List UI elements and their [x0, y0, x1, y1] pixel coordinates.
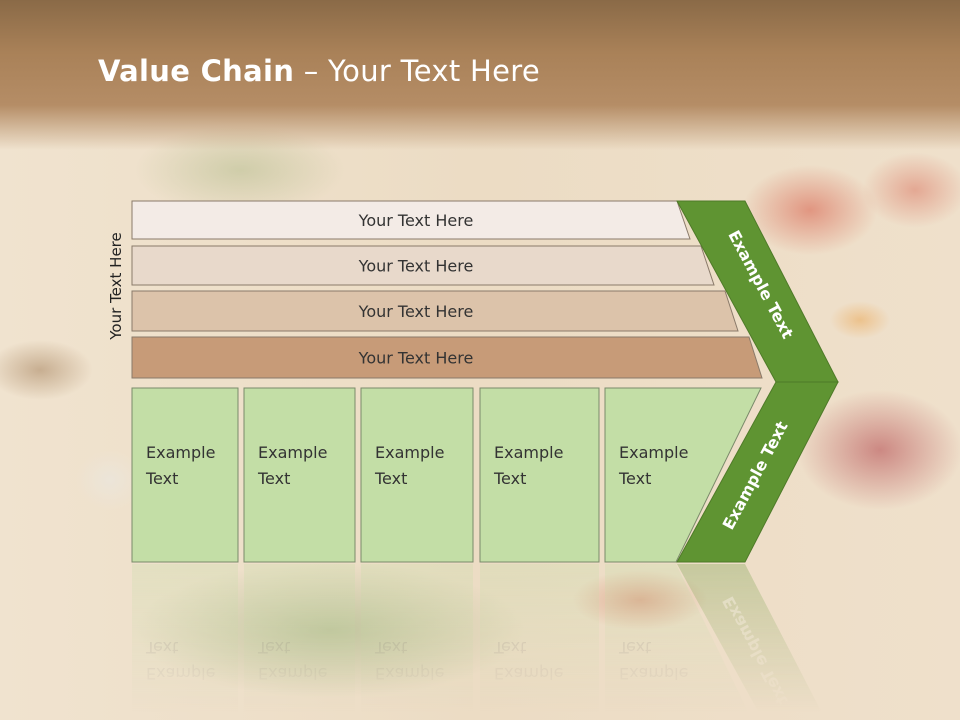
column-4-label-line1: Example: [494, 443, 563, 462]
title-banner: [0, 0, 960, 150]
bar-4-label: Your Text Here: [358, 349, 474, 368]
column-2: [243, 387, 356, 563]
bar-1: [131, 200, 691, 240]
column-2-label-line1: Example: [258, 443, 327, 462]
reflection-column-5-line1: Example: [619, 664, 688, 683]
bar-4: [131, 336, 763, 379]
reflection-column-1-line1: Example: [146, 664, 215, 683]
column-1: [131, 387, 239, 563]
reflection-column-4-line1: Example: [494, 664, 563, 683]
slide-title-rest: – Your Text Here: [294, 54, 540, 88]
column-4-label-line2: Text: [493, 469, 526, 488]
reflection-column-2-line1: Example: [258, 664, 327, 683]
reflection-column-3-line1: Example: [375, 664, 444, 683]
bar-3: [131, 290, 739, 332]
bar-3-label: Your Text Here: [358, 302, 474, 321]
reflection-column-1-line2: Text: [145, 638, 178, 657]
column-3-label-line2: Text: [374, 469, 407, 488]
column-3: [360, 387, 474, 563]
column-1-label-line1: Example: [146, 443, 215, 462]
slide-title-bold: Value Chain: [98, 54, 295, 88]
bar-2-label: Your Text Here: [358, 257, 474, 276]
column-2-label-line2: Text: [257, 469, 290, 488]
column-5-label-line2: Text: [618, 469, 651, 488]
slide-title: Value Chain – Your Text Here: [98, 54, 540, 88]
column-3-label-line1: Example: [375, 443, 444, 462]
bar-1-label: Your Text Here: [358, 211, 474, 230]
reflection-column-5-line2: Text: [618, 638, 651, 657]
column-5: [604, 387, 762, 563]
reflection-column-3-line2: Text: [374, 638, 407, 657]
column-5-label-line1: Example: [619, 443, 688, 462]
column-4: [479, 387, 600, 563]
bar-2: [131, 245, 715, 286]
reflection-column-2-line2: Text: [257, 638, 290, 657]
chevron-lower-arm: [676, 381, 839, 563]
column-1-label-line2: Text: [145, 469, 178, 488]
reflection-column-4-line2: Text: [493, 638, 526, 657]
